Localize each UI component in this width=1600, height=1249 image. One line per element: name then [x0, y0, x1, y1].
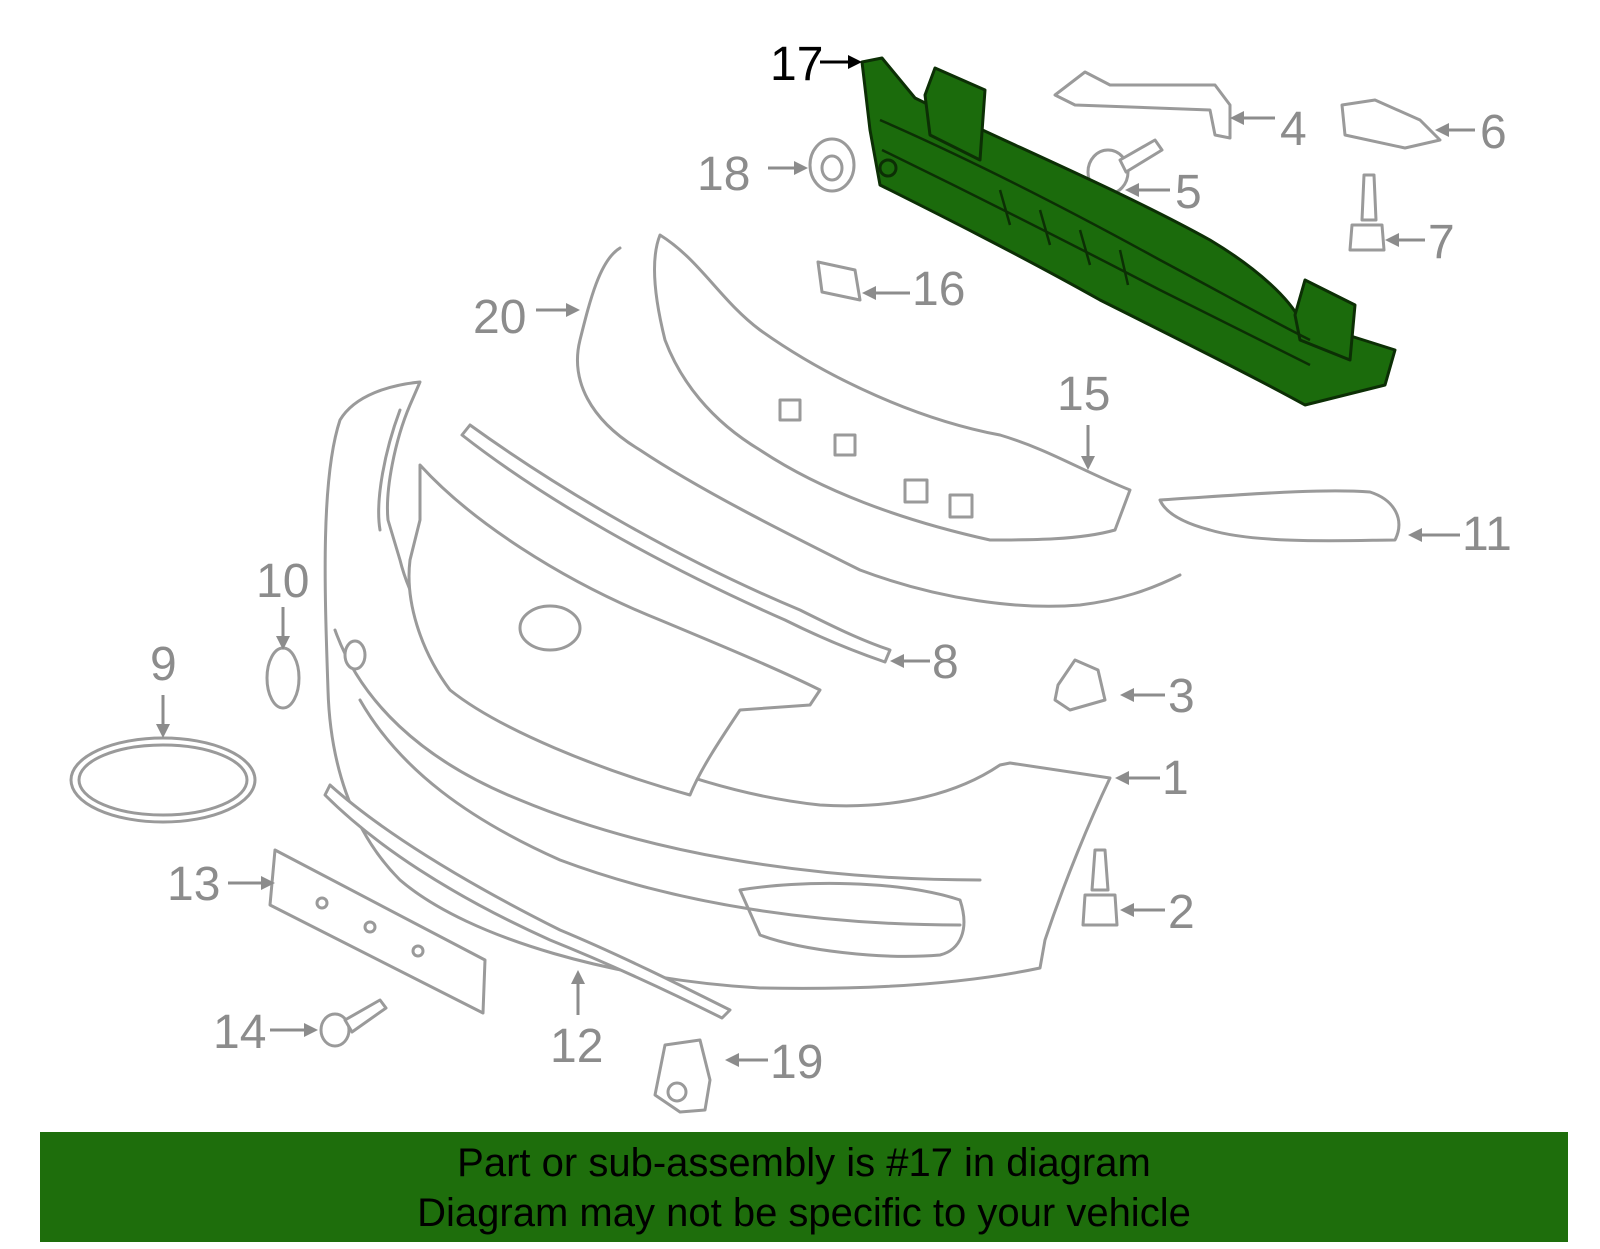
callout-15[interactable]: 15	[1057, 368, 1110, 421]
callout-17[interactable]: 17	[770, 38, 823, 91]
callout-14[interactable]: 14	[213, 1006, 266, 1059]
callout-3[interactable]: 3	[1168, 670, 1195, 723]
info-banner: Part or sub-assembly is #17 in diagram D…	[40, 1132, 1568, 1242]
parts-diagram: 17 4 6 5 7 18 16 20 15 11 10 8 9 3 1 13 …	[69, 38, 1512, 1114]
part-10-clip[interactable]	[265, 646, 301, 710]
callout-7[interactable]: 7	[1428, 216, 1455, 269]
part-3-clip[interactable]	[1053, 658, 1107, 712]
part-17-bumper-reinforcement[interactable]	[860, 56, 1397, 407]
callout-9[interactable]: 9	[150, 638, 177, 691]
part-2-bolt[interactable]	[1081, 848, 1119, 927]
part-12-lower-molding[interactable]	[323, 783, 732, 1020]
callout-20[interactable]: 20	[473, 291, 526, 344]
part-19-bracket[interactable]	[653, 1038, 712, 1114]
part-18-nut[interactable]	[808, 137, 856, 193]
callout-arrows	[156, 55, 1475, 1067]
callout-2[interactable]: 2	[1168, 886, 1195, 939]
callout-labels: 17 4 6 5 7 18 16 20 15 11 10 8 9 3 1 13 …	[150, 38, 1512, 1089]
callout-19[interactable]: 19	[770, 1036, 823, 1089]
part-15-energy-absorber[interactable]	[653, 233, 1132, 542]
part-8-grille-molding[interactable]	[460, 423, 892, 664]
callout-1[interactable]: 1	[1162, 752, 1189, 805]
banner-line-1: Part or sub-assembly is #17 in diagram	[457, 1141, 1151, 1185]
callout-16[interactable]: 16	[912, 263, 965, 316]
callout-13[interactable]: 13	[167, 858, 220, 911]
callout-12[interactable]: 12	[550, 1020, 603, 1073]
callout-6[interactable]: 6	[1480, 106, 1507, 159]
part-4-bracket[interactable]	[1053, 70, 1232, 140]
part-16-spacer[interactable]	[816, 260, 862, 302]
banner-line-2: Diagram may not be specific to your vehi…	[417, 1191, 1191, 1235]
callout-18[interactable]: 18	[697, 148, 750, 201]
callout-8[interactable]: 8	[932, 636, 959, 689]
part-20-wiring-harness[interactable]	[576, 246, 1182, 608]
part-14-screw[interactable]	[319, 998, 388, 1048]
part-13-license-bracket[interactable]	[268, 848, 487, 1015]
part-1-bumper-cover[interactable]	[323, 380, 1112, 990]
part-11-side-molding[interactable]	[1158, 489, 1401, 543]
part-grille[interactable]	[407, 463, 822, 797]
part-7-bolt[interactable]	[1348, 173, 1386, 252]
part-9-ring[interactable]	[69, 736, 257, 824]
callout-4[interactable]: 4	[1280, 103, 1307, 156]
callout-11[interactable]: 11	[1462, 508, 1512, 561]
callout-10[interactable]: 10	[256, 555, 309, 608]
callout-5[interactable]: 5	[1175, 166, 1202, 219]
part-6-bracket[interactable]	[1340, 98, 1442, 150]
